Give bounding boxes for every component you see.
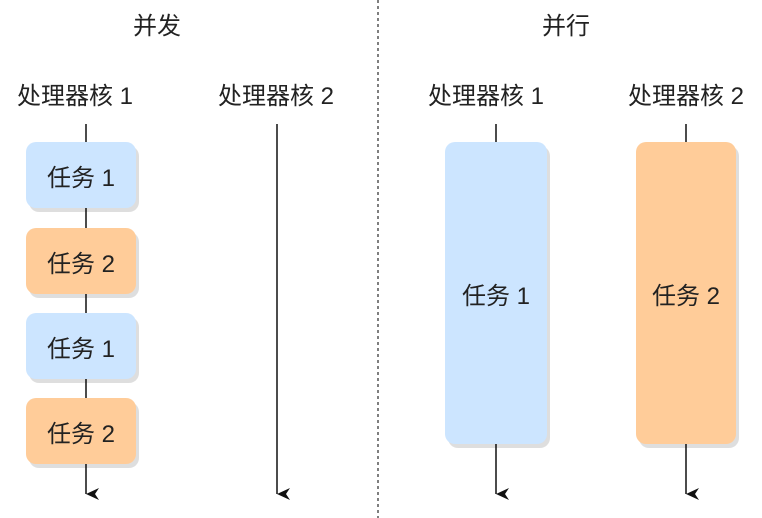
concurrent-task-block: 任务 1 — [26, 313, 136, 379]
concurrent-title: 并发 — [133, 13, 181, 40]
concurrent-task-block: 任务 2 — [26, 398, 136, 464]
task-label: 任务 2 — [651, 282, 720, 310]
parallel-core2-label: 处理器核 2 — [627, 83, 744, 110]
concurrent-core2-label: 处理器核 2 — [217, 83, 334, 110]
task-label: 任务 2 — [46, 420, 115, 448]
parallel-task-block-core1: 任务 1 — [445, 142, 547, 444]
concurrent-core1-label: 处理器核 1 — [16, 83, 133, 110]
concurrent-task-block: 任务 2 — [26, 228, 136, 294]
task-label: 任务 1 — [46, 335, 115, 363]
task-label: 任务 1 — [461, 282, 530, 310]
concurrent-task-block: 任务 1 — [26, 142, 136, 208]
parallel-task-block-core2: 任务 2 — [636, 142, 736, 444]
task-label: 任务 2 — [46, 250, 115, 278]
task-label: 任务 1 — [46, 164, 115, 192]
parallel-title: 并行 — [542, 13, 590, 40]
parallel-core1-label: 处理器核 1 — [427, 83, 544, 110]
